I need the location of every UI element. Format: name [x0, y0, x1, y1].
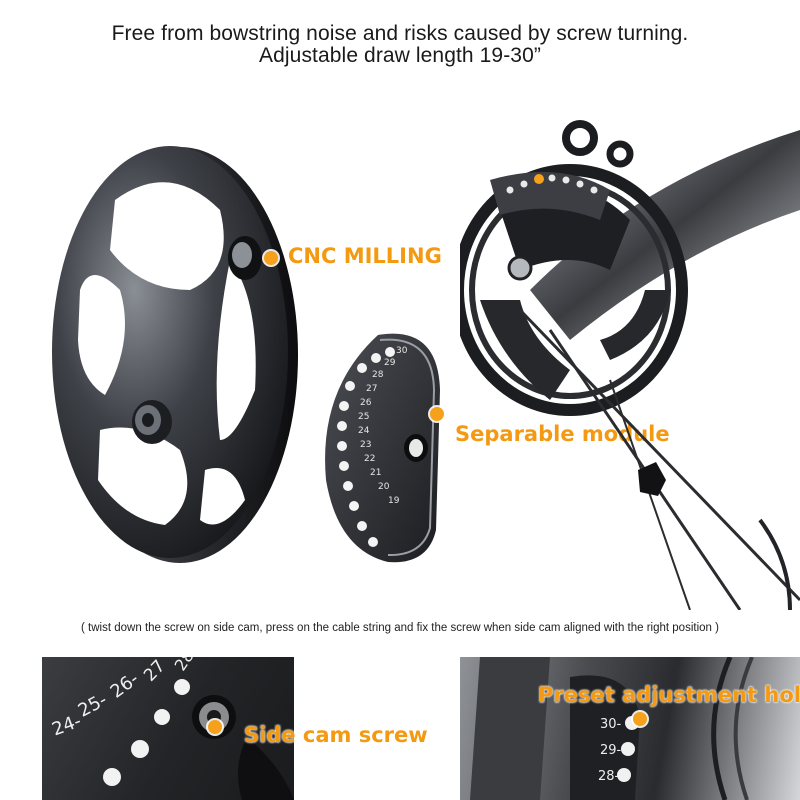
zoom-photo-preset-hole: 30- 29- 28-	[460, 657, 800, 800]
callout-dot-cnc	[264, 251, 278, 265]
module-mark: 19	[388, 496, 400, 506]
module-scale: 30 29 28 27 26 25 24 23 22 21 20 19	[358, 344, 440, 514]
module-mark: 20	[378, 482, 390, 492]
zoom-right-mark: 29-	[600, 743, 622, 758]
headline-line-1: Free from bowstring noise and risks caus…	[111, 22, 689, 45]
zoom-right-mark: 28-	[598, 769, 620, 784]
module-mark: 30	[396, 346, 408, 356]
module-mark: 24	[358, 426, 370, 436]
module-mark: 23	[360, 440, 372, 450]
callout-side-cam-screw: Side cam screw	[244, 723, 428, 747]
callout-dot-side-cam-screw	[208, 720, 222, 734]
module-mark: 21	[370, 468, 382, 478]
cam-wheel-image	[52, 146, 298, 563]
callout-preset-adjustment-hole: Preset adjustment hole	[538, 683, 800, 707]
module-mark: 25	[358, 412, 370, 422]
callout-dot-preset-hole	[633, 712, 647, 726]
separable-module-image	[325, 333, 440, 563]
module-mark: 22	[364, 454, 376, 464]
module-mark: 28	[372, 370, 384, 380]
module-mark: 26	[360, 398, 372, 408]
headline-line-2: Adjustable draw length 19-30”	[259, 44, 541, 67]
mounted-cam-image	[460, 120, 800, 610]
module-mark: 29	[384, 358, 396, 368]
zoom-photo-preset-hole-shapes	[470, 657, 754, 800]
zoom-photo-side-cam: 24- 25- 26- 27 28	[42, 657, 294, 800]
module-mark: 27	[366, 384, 378, 394]
callout-cnc-milling: CNC MILLING	[288, 244, 442, 268]
callout-dot-module	[430, 407, 444, 421]
instruction-note: ( twist down the screw on side cam, pres…	[81, 622, 719, 634]
zoom-right-mark: 30-	[600, 717, 622, 732]
